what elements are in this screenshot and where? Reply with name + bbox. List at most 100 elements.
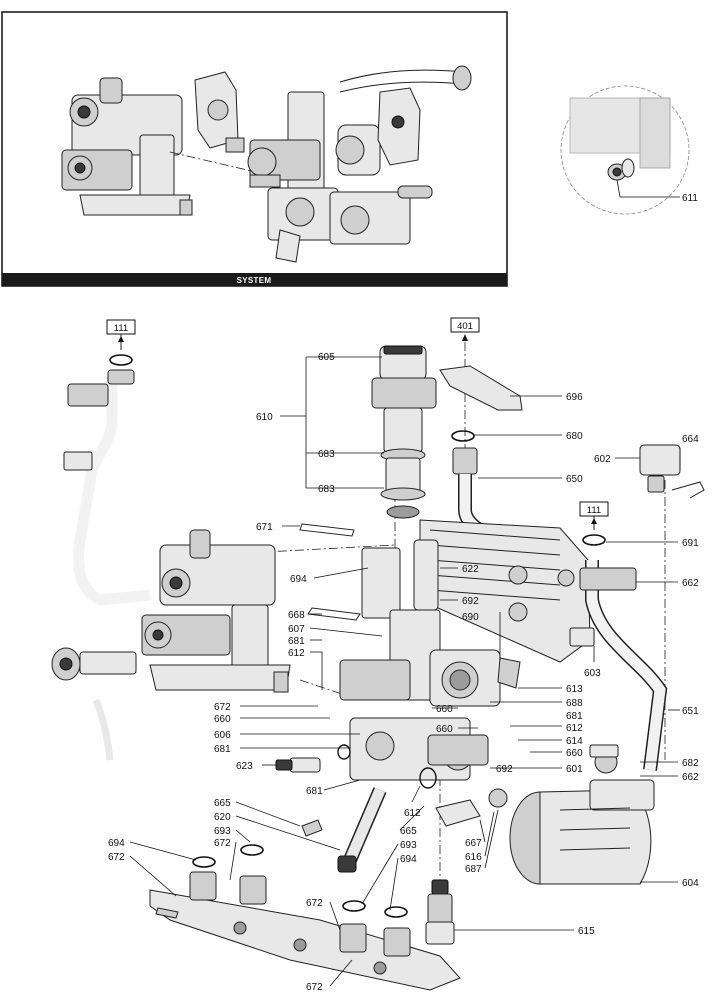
label-612-b: 612 bbox=[566, 723, 583, 734]
svg-text:401: 401 bbox=[457, 321, 473, 332]
label-660-a: 660 bbox=[214, 714, 231, 725]
label-692-lower: 692 bbox=[496, 764, 513, 775]
label-672-d: 672 bbox=[306, 898, 323, 909]
system-banner bbox=[2, 273, 507, 286]
label-672-e: 672 bbox=[306, 982, 323, 993]
system-inset: SYSTEM bbox=[1, 11, 698, 287]
label-601: 601 bbox=[566, 764, 583, 775]
label-607: 607 bbox=[288, 624, 305, 635]
svg-text:111: 111 bbox=[587, 505, 601, 516]
label-616: 616 bbox=[465, 852, 482, 863]
label-651: 651 bbox=[682, 706, 699, 717]
central-hydraulic-block bbox=[339, 547, 501, 781]
system-banner-label: SYSTEM bbox=[237, 276, 272, 285]
label-614: 614 bbox=[566, 736, 583, 747]
label-650: 650 bbox=[566, 474, 583, 485]
label-664: 664 bbox=[682, 434, 699, 445]
diverter-cartridge bbox=[371, 345, 437, 519]
label-611: 611 bbox=[682, 193, 698, 204]
label-604: 604 bbox=[682, 878, 699, 889]
o-ring-left-top bbox=[109, 354, 133, 366]
connector-622 bbox=[413, 539, 439, 611]
callout-labels: 605 610 683 683 696 680 602 664 650 691 … bbox=[108, 352, 699, 993]
bracket-696 bbox=[439, 365, 523, 411]
label-681-d: 681 bbox=[306, 786, 323, 797]
o-ring-691 bbox=[582, 534, 606, 546]
label-668: 668 bbox=[288, 610, 305, 621]
label-620: 620 bbox=[214, 812, 231, 823]
pump-604 bbox=[509, 744, 655, 885]
o-ring-694-right bbox=[384, 906, 408, 918]
label-683-upper: 683 bbox=[318, 449, 335, 460]
o-ring-681-sensor bbox=[337, 744, 351, 760]
label-662-upper: 662 bbox=[682, 578, 699, 589]
o-ring-693-left bbox=[240, 844, 264, 856]
label-681-b: 681 bbox=[566, 711, 583, 722]
o-ring-612-lower bbox=[419, 767, 437, 789]
label-692-upper: 692 bbox=[462, 596, 479, 607]
drain-fitting-615 bbox=[425, 879, 455, 945]
label-610: 610 bbox=[256, 412, 273, 423]
plate-heat-exchanger bbox=[419, 519, 591, 663]
label-694-upper: 694 bbox=[290, 574, 307, 585]
label-667: 667 bbox=[465, 838, 482, 849]
label-683-lower: 683 bbox=[318, 484, 335, 495]
label-682: 682 bbox=[682, 758, 699, 769]
drain-valve-616 bbox=[419, 767, 508, 827]
ref-box-111-left: 111 bbox=[106, 319, 136, 350]
label-615: 615 bbox=[578, 926, 595, 937]
label-623: 623 bbox=[236, 761, 253, 772]
label-622: 622 bbox=[462, 564, 479, 575]
label-606: 606 bbox=[214, 730, 231, 741]
left-flow-pipe bbox=[63, 369, 151, 606]
sensor-623 bbox=[275, 744, 351, 773]
label-687: 687 bbox=[465, 864, 482, 875]
label-694-b: 694 bbox=[108, 838, 125, 849]
label-612-c: 612 bbox=[404, 808, 421, 819]
label-681-a: 681 bbox=[288, 636, 305, 647]
o-ring-680 bbox=[451, 430, 475, 442]
label-605: 605 bbox=[318, 352, 335, 363]
label-613: 613 bbox=[566, 684, 583, 695]
o-ring-693-right bbox=[342, 900, 366, 912]
label-602: 602 bbox=[594, 454, 611, 465]
label-691: 691 bbox=[682, 538, 699, 549]
return-pipe-651 bbox=[579, 560, 668, 771]
label-665-a: 665 bbox=[214, 798, 231, 809]
manifold-plate bbox=[149, 871, 461, 991]
label-672-a: 672 bbox=[214, 702, 231, 713]
probe-620 bbox=[337, 787, 387, 873]
ref-box-401: 401 bbox=[450, 317, 480, 341]
label-612-a: 612 bbox=[288, 648, 305, 659]
label-665-b: 665 bbox=[400, 826, 417, 837]
label-660-d: 660 bbox=[566, 748, 583, 759]
clip-671 bbox=[299, 523, 355, 537]
label-680: 680 bbox=[566, 431, 583, 442]
pressure-switch-602 bbox=[639, 444, 705, 499]
label-696: 696 bbox=[566, 392, 583, 403]
clip-668 bbox=[307, 607, 361, 621]
label-690: 690 bbox=[462, 612, 479, 623]
left-hydraulic-group bbox=[141, 529, 291, 693]
label-672-b: 672 bbox=[214, 838, 231, 849]
clip-603 bbox=[569, 627, 595, 647]
label-671: 671 bbox=[256, 522, 273, 533]
label-693-a: 693 bbox=[214, 826, 231, 837]
svg-text:111: 111 bbox=[114, 323, 128, 334]
label-660-b: 660 bbox=[436, 704, 453, 715]
clip-665 bbox=[301, 819, 323, 837]
clip-613 bbox=[497, 657, 521, 689]
label-688: 688 bbox=[566, 698, 583, 709]
label-672-c: 672 bbox=[108, 852, 125, 863]
leader-lines bbox=[129, 356, 681, 987]
label-694-c: 694 bbox=[400, 854, 417, 865]
inset-detail-611: 611 bbox=[560, 85, 698, 215]
label-693-b: 693 bbox=[400, 840, 417, 851]
label-662-lower: 662 bbox=[682, 772, 699, 783]
label-660-c: 660 bbox=[436, 724, 453, 735]
inset-right-assembly bbox=[247, 65, 472, 263]
o-ring-694-left bbox=[192, 856, 216, 868]
left-sensor-fitting bbox=[51, 647, 137, 761]
inset-left-assembly bbox=[61, 77, 193, 216]
